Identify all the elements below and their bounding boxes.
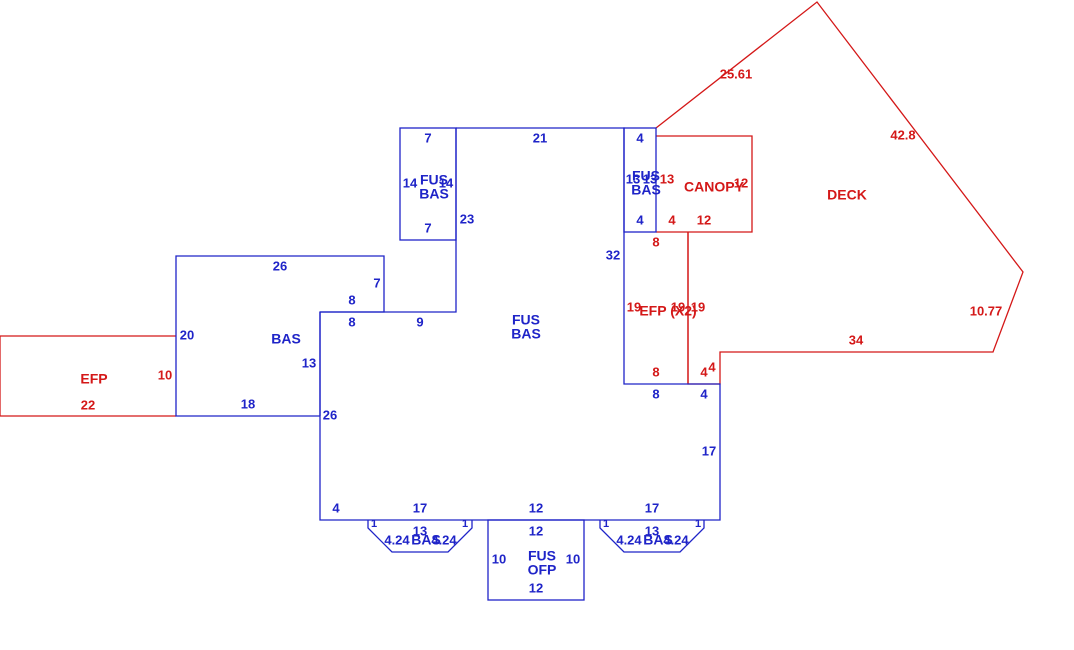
- dim-bas-bottom: 18: [241, 396, 255, 411]
- dim-main-bottom-center: 12: [529, 500, 543, 515]
- dim-deck-upper-right: 42.8: [890, 127, 915, 142]
- dim-bay-left-side-b: 1: [462, 518, 468, 530]
- dim-main-left: 26: [323, 407, 337, 422]
- dim-main-step-top: 9: [416, 314, 423, 329]
- dim-bay-right-diag-a: 4.24: [616, 532, 642, 547]
- dim-deck-bottom: 34: [849, 332, 864, 347]
- dim-top-box-right: 14: [439, 175, 454, 190]
- fus-bas-top-box: [399, 127, 457, 241]
- dim-efp-right: 10: [158, 367, 172, 382]
- dim-main-right: 32: [606, 247, 620, 262]
- dim-bay-left-bottom: 13: [413, 523, 427, 538]
- dim-efp2-top: 8: [652, 234, 659, 249]
- bas-bay-left-label: BAS: [411, 532, 441, 548]
- deck-label: DECK: [827, 187, 867, 203]
- dim-bay-left-side-a: 1: [371, 518, 377, 530]
- dim-bay-left-diag-a: 4.24: [384, 532, 410, 547]
- fus-bas-top-label-2: BAS: [419, 186, 449, 202]
- fus-ofp-label-1: FUS: [528, 548, 556, 564]
- dim-top-box-bottom: 7: [424, 220, 431, 235]
- dim-bas-right-upper: 7: [373, 275, 380, 290]
- dim-efp-bottom: 22: [81, 397, 95, 412]
- dim-right-box-top: 4: [636, 130, 644, 145]
- fus-bas-right-label-1: FUS: [632, 168, 660, 184]
- dim-canopy-right: 12: [734, 175, 748, 190]
- fus-bas-main-label-1: FUS: [512, 312, 540, 328]
- dim-canopy-left: 13: [660, 171, 674, 186]
- fus-bas-top-label-1: FUS: [420, 172, 448, 188]
- dim-ofp-top: 12: [529, 523, 543, 538]
- efp-x2-label: EFP (X2): [639, 303, 696, 319]
- dim-canopy-bottom-left: 4: [668, 212, 676, 227]
- dim-canopy-bottom: 12: [697, 212, 711, 227]
- dim-deck-step: 4: [708, 359, 716, 374]
- fus-bas-main-label-2: BAS: [511, 326, 541, 342]
- dim-top-box-top: 7: [424, 130, 431, 145]
- dim-bay-right-side-a: 1: [603, 518, 609, 530]
- dim-bas-step: 8: [348, 292, 355, 307]
- bas-left-label: BAS: [271, 331, 301, 347]
- dim-main-top: 21: [533, 130, 547, 145]
- dim-main-step-inner: 8: [348, 314, 355, 329]
- bas-bay-right-label: BAS: [643, 532, 673, 548]
- dim-main-bottom-right: 17: [645, 500, 659, 515]
- dim-right-box-left: 13: [626, 171, 640, 186]
- efp-left-label: EFP: [80, 371, 107, 387]
- dim-bay-right-diag-b: 4.24: [663, 532, 689, 547]
- dim-bay-right-bottom: 13: [645, 523, 659, 538]
- dim-efp2-right-a: 19: [671, 299, 685, 314]
- dim-bay-right-side-b: 1: [695, 518, 701, 530]
- efp-left-outline: [0, 335, 176, 417]
- dim-bas-top: 26: [273, 258, 287, 273]
- bay-left-outline: [367, 520, 473, 553]
- dim-ofp-bottom: 12: [529, 580, 543, 595]
- dim-ofp-right: 10: [566, 551, 580, 566]
- dim-right-box-bottom: 4: [636, 212, 644, 227]
- dim-main-bottom-left-corner: 4: [332, 500, 340, 515]
- dim-efp2-bottom-inner: 8: [652, 386, 659, 401]
- dim-deck-right: 10.77: [970, 303, 1003, 318]
- fus-bas-right-box: [623, 127, 657, 233]
- fus-ofp-outline: [487, 519, 585, 601]
- fus-ofp-label-2: OFP: [528, 562, 557, 578]
- dim-efp2-step: 4: [700, 364, 708, 379]
- dim-ofp-left: 10: [492, 551, 506, 566]
- bay-right-outline: [599, 520, 705, 553]
- dim-main-bottom-left: 17: [413, 500, 427, 515]
- dim-bas-right-lower: 13: [302, 355, 316, 370]
- bas-left-outline: [175, 255, 385, 417]
- dim-main-right-step: 4: [700, 386, 708, 401]
- dim-efp2-right-b: 19: [691, 299, 705, 314]
- dim-main-right-lower: 17: [702, 443, 716, 458]
- canopy-label: CANOPY: [684, 179, 745, 195]
- dim-main-tower-right: 23: [460, 211, 474, 226]
- dim-top-box-left: 14: [403, 175, 418, 190]
- dim-efp2-left: 19: [627, 299, 641, 314]
- dim-efp2-bottom: 8: [652, 364, 659, 379]
- fus-bas-right-label-2: BAS: [631, 182, 661, 198]
- canopy-outline: [656, 135, 753, 233]
- dim-right-box-right: 13: [643, 171, 657, 186]
- dim-deck-upper-left: 25.61: [720, 66, 753, 81]
- dim-bay-left-diag-b: 4.24: [431, 532, 457, 547]
- dim-bas-left: 20: [180, 327, 194, 342]
